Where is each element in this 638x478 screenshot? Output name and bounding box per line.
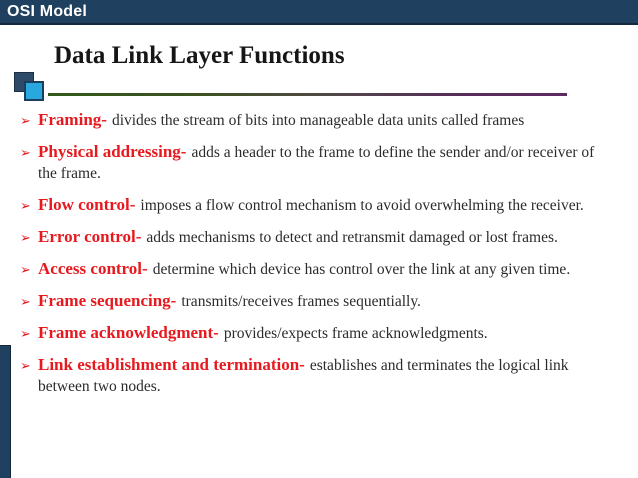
header-title: OSI Model xyxy=(7,2,88,20)
bullet-term: Flow control- xyxy=(38,195,136,214)
arrow-bullet-icon: ➢ xyxy=(20,359,31,374)
bullet-term: Frame acknowledgment- xyxy=(38,323,219,342)
arrow-bullet-icon: ➢ xyxy=(20,231,31,246)
bullet-term: Physical addressing- xyxy=(38,142,187,161)
list-item: ➢ Frame sequencing-transmits/receives fra… xyxy=(20,290,604,312)
list-item: ➢ Flow control-imposes a flow control mec… xyxy=(20,194,604,216)
decor-gradient-rule xyxy=(48,93,567,96)
bullet-term: Frame sequencing- xyxy=(38,291,177,310)
bullet-term: Access control- xyxy=(38,259,148,278)
bullet-text: divides the stream of bits into manageab… xyxy=(111,112,525,129)
list-item: ➢ Frame acknowledgment-provides/expects f… xyxy=(20,322,604,344)
bullet-text: determine which device has control over … xyxy=(152,261,571,278)
page-title: Data Link Layer Functions xyxy=(54,42,345,69)
list-item: ➢ Physical addressing-adds a header to th… xyxy=(20,141,604,184)
bullet-term: Link establishment and termination- xyxy=(38,355,305,374)
bullet-text: transmits/receives frames sequentially. xyxy=(181,293,421,310)
arrow-bullet-icon: ➢ xyxy=(20,146,31,161)
list-item: ➢ Framing-divides the stream of bits into… xyxy=(20,109,604,131)
bullet-text: provides/expects frame acknowledgments. xyxy=(223,325,488,342)
arrow-bullet-icon: ➢ xyxy=(20,327,31,342)
bullet-text: establishes and terminates the logical l… xyxy=(38,357,569,395)
list-item: ➢ Error control-adds mechanisms to detect… xyxy=(20,226,604,248)
arrow-bullet-icon: ➢ xyxy=(20,199,31,214)
bullet-text: adds a header to the frame to define the… xyxy=(38,144,595,182)
decor-left-bar xyxy=(0,345,11,478)
arrow-bullet-icon: ➢ xyxy=(20,263,31,278)
list-item: ➢ Link establishment and termination-esta… xyxy=(20,354,604,397)
decor-square-cyan-icon xyxy=(24,81,44,101)
arrow-bullet-icon: ➢ xyxy=(20,295,31,310)
bullet-list: ➢ Framing-divides the stream of bits into… xyxy=(20,109,604,407)
bullet-text: imposes a flow control mechanism to avoi… xyxy=(140,197,584,214)
slide-header-bar: OSI Model xyxy=(0,0,638,25)
arrow-bullet-icon: ➢ xyxy=(20,114,31,129)
bullet-term: Framing- xyxy=(38,110,107,129)
list-item: ➢ Access control-determine which device h… xyxy=(20,258,604,280)
bullet-term: Error control- xyxy=(38,227,142,246)
bullet-text: adds mechanisms to detect and retransmit… xyxy=(146,229,558,246)
